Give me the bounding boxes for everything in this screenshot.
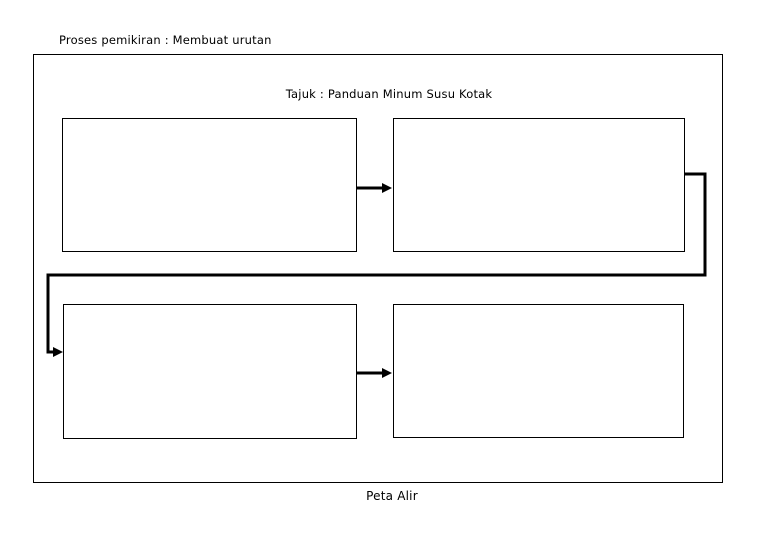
flowchart-title: Tajuk : Panduan Minum Susu Kotak [285, 87, 493, 101]
flow-box-step-2 [393, 118, 685, 252]
map-type-label: Peta Alir [366, 489, 418, 503]
flow-box-step-1 [62, 118, 357, 252]
flow-box-step-3 [63, 304, 357, 439]
flowchart-frame [33, 54, 723, 483]
thinking-process-label: Proses pemikiran : Membuat urutan [59, 33, 272, 47]
flow-box-step-4 [393, 304, 684, 438]
